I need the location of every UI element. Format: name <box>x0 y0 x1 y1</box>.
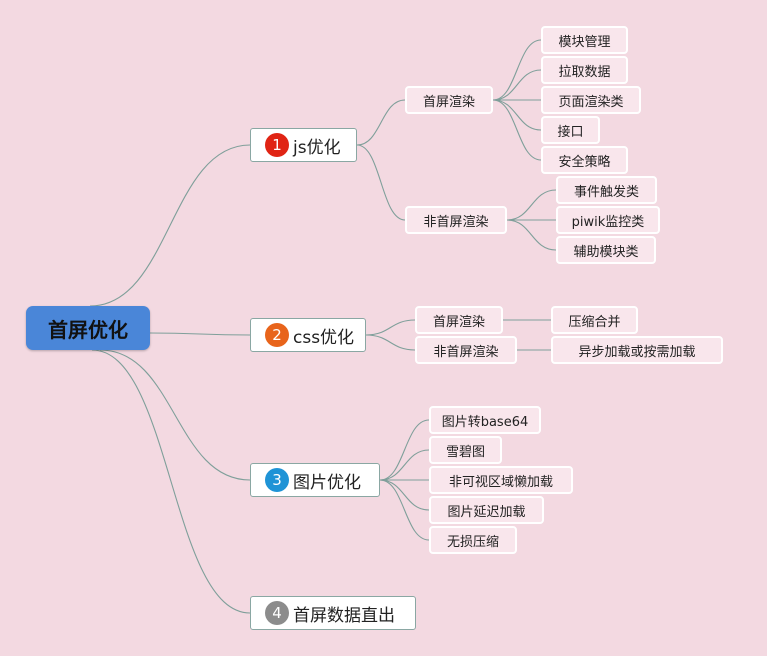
leaf-page-render[interactable]: 页面渲染类 <box>541 86 641 114</box>
link-js-first-child-1 <box>492 69 542 101</box>
link-css-nonfirst <box>365 334 416 351</box>
leaf-module-management[interactable]: 模块管理 <box>541 26 628 54</box>
leaf-lossless-compress[interactable]: 无损压缩 <box>429 526 517 554</box>
branch-js-optimization[interactable]: 1 js优化 <box>250 128 357 162</box>
branch-label: 首屏数据直出 <box>293 605 395 626</box>
link-image-child-1 <box>379 449 430 481</box>
branch-label: 图片优化 <box>293 472 361 493</box>
link-image-child-3 <box>379 479 430 511</box>
number-badge-2: 2 <box>265 323 289 347</box>
branch-image-optimization[interactable]: 3 图片优化 <box>250 463 380 497</box>
node-css-non-first-screen-render[interactable]: 非首屏渲染 <box>415 336 517 364</box>
root-node[interactable]: 首屏优化 <box>26 306 150 350</box>
leaf-helper-module[interactable]: 辅助模块类 <box>556 236 656 264</box>
node-first-screen-render[interactable]: 首屏渲染 <box>405 86 493 114</box>
node-non-first-screen-render[interactable]: 非首屏渲染 <box>405 206 507 234</box>
branch-label: css优化 <box>293 327 355 348</box>
leaf-image-base64[interactable]: 图片转base64 <box>429 406 541 434</box>
link-image-child-0 <box>379 419 430 481</box>
link-root-branch-3 <box>99 349 251 481</box>
link-js-first-child-3 <box>492 99 542 131</box>
leaf-interface[interactable]: 接口 <box>541 116 600 144</box>
leaf-async-load[interactable]: 异步加载或按需加载 <box>551 336 723 364</box>
branch-server-data-output[interactable]: 4 首屏数据直出 <box>250 596 416 630</box>
link-js-nonfirst-child-2 <box>506 219 557 251</box>
leaf-delay-load[interactable]: 图片延迟加载 <box>429 496 544 524</box>
leaf-piwik-monitor[interactable]: piwik监控类 <box>556 206 660 234</box>
link-root-branch-4 <box>91 349 251 614</box>
link-image-child-4 <box>379 479 430 541</box>
leaf-lazy-load[interactable]: 非可视区域懒加载 <box>429 466 573 494</box>
link-root-branch-2 <box>149 332 251 336</box>
number-badge-1: 1 <box>265 133 289 157</box>
number-badge-4: 4 <box>265 601 289 625</box>
branch-label: js优化 <box>293 137 341 158</box>
link-js-nonfirst <box>356 144 406 221</box>
leaf-event-trigger[interactable]: 事件触发类 <box>556 176 657 204</box>
number-badge-3: 3 <box>265 468 289 492</box>
leaf-fetch-data[interactable]: 拉取数据 <box>541 56 628 84</box>
branch-css-optimization[interactable]: 2 css优化 <box>250 318 366 352</box>
leaf-sprite[interactable]: 雪碧图 <box>429 436 502 464</box>
leaf-security-policy[interactable]: 安全策略 <box>541 146 628 174</box>
link-js-first <box>356 99 406 146</box>
link-js-first-child-0 <box>492 39 542 101</box>
link-js-nonfirst-child-0 <box>506 189 557 221</box>
link-css-first <box>365 319 416 336</box>
link-root-branch-1 <box>89 144 251 307</box>
link-js-first-child-4 <box>492 99 542 161</box>
node-css-first-screen-render[interactable]: 首屏渲染 <box>415 306 503 334</box>
leaf-compress-merge[interactable]: 压缩合并 <box>551 306 638 334</box>
